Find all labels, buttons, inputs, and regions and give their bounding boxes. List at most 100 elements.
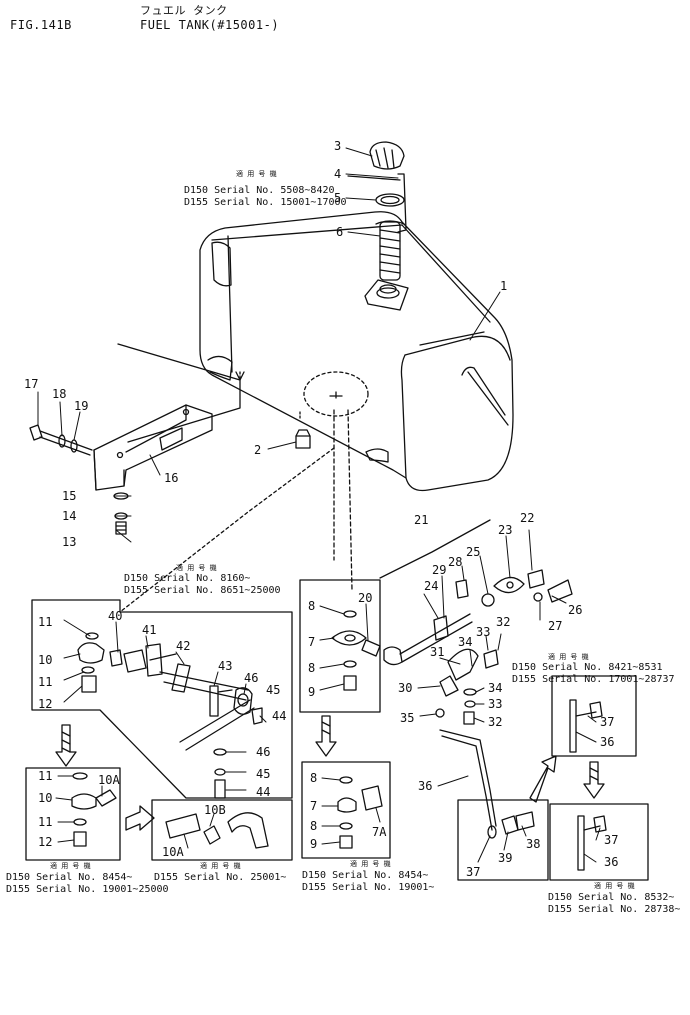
strainer	[375, 220, 405, 281]
callout-number: 24	[424, 579, 438, 593]
callout-number: 38	[526, 837, 540, 851]
callout-number: 3	[334, 139, 341, 153]
callout-number: 5	[334, 191, 341, 205]
callout-number: 40	[108, 609, 122, 623]
tee-fitting-parts	[165, 812, 269, 849]
callout-number: 28	[448, 555, 462, 569]
callout-number: 46	[244, 671, 258, 685]
center-detail-frame	[299, 579, 381, 713]
callout-number: 37	[604, 833, 618, 847]
center-lower-frame	[301, 761, 391, 859]
callout-number: 6	[336, 225, 343, 239]
leader-outlet-left	[119, 447, 335, 613]
callout-number: 10B	[204, 803, 226, 817]
callout-number: 2	[254, 443, 261, 457]
gasket	[375, 193, 405, 207]
callout-number: 9	[310, 837, 317, 851]
callout-number: 34	[488, 681, 502, 695]
serial-line: D155 Serial No. 17001~28737	[512, 674, 675, 685]
drain-lever-assembly	[383, 569, 573, 666]
serial-line: D150 Serial No. 8160~	[124, 573, 250, 584]
serial-line: D155 Serial No. 19001~	[302, 882, 434, 893]
callout-number: 37	[600, 715, 614, 729]
serial-caption: 適 用 号 機	[176, 563, 217, 572]
right-lower-frame	[549, 803, 649, 881]
serial-caption: 適 用 号 機	[200, 861, 241, 870]
callout-number: 19	[74, 399, 88, 413]
callout-number: 10	[38, 653, 52, 667]
callout-number: 26	[568, 603, 582, 617]
rod-clip-parts-upper	[569, 699, 603, 753]
callout-number: 11	[38, 615, 52, 629]
serial-caption: 適 用 号 機	[236, 169, 277, 178]
bolt-stack-44-46	[213, 748, 227, 799]
rod-clip-parts-lower	[577, 815, 607, 871]
callout-number: 33	[488, 697, 502, 711]
callout-number: 43	[218, 659, 232, 673]
serial-line: D155 Serial No. 15001~17000	[184, 197, 347, 208]
serial-line: D155 Serial No. 8651~25000	[124, 585, 281, 596]
rod-end-frame	[457, 799, 549, 881]
hose-assembly	[159, 663, 263, 751]
callout-number: 8	[310, 819, 317, 833]
callout-number: 22	[520, 511, 534, 525]
callout-number: 12	[38, 697, 52, 711]
reference-arrows	[55, 715, 605, 831]
fuel-tank-body	[199, 211, 514, 492]
lever-bracket-parts	[435, 648, 499, 725]
callout-number: 9	[308, 685, 315, 699]
rod-end-parts	[487, 811, 535, 839]
callout-number: 25	[466, 545, 480, 559]
callout-number: 37	[466, 865, 480, 879]
callout-number: 7	[308, 635, 315, 649]
callout-number: 1	[500, 279, 507, 293]
mounting-bracket	[93, 404, 213, 491]
cap-chain	[347, 173, 407, 233]
bracket-projection	[117, 343, 241, 443]
callout-number: 11	[38, 815, 52, 829]
callout-number: 7	[310, 799, 317, 813]
callout-number: 44	[256, 785, 270, 799]
callout-number: 41	[142, 623, 156, 637]
drain-rod-edge	[441, 735, 493, 831]
callout-number: 45	[256, 767, 270, 781]
left-detail-frame	[31, 599, 293, 799]
callout-number: 10A	[162, 845, 184, 859]
figure-title: FUEL TANK(#15001-)	[140, 18, 280, 32]
serial-notes: 適 用 号 機 D150 Serial No. 5508~8420 D155 S…	[6, 169, 680, 915]
banjo-fitting-parts	[331, 610, 381, 691]
filler-neck	[364, 279, 409, 311]
right-upper-frame	[551, 675, 637, 757]
callout-number: 27	[548, 619, 562, 633]
callout-number: 11	[38, 769, 52, 783]
filler-cap	[369, 141, 405, 170]
mid-detail-frame	[151, 799, 293, 861]
serial-line: D150 Serial No. 5508~8420	[184, 185, 335, 196]
elbow-valve-parts	[77, 632, 177, 693]
callout-number: 30	[398, 681, 412, 695]
leader-outlet-center	[347, 409, 353, 591]
callout-number: 8	[310, 771, 317, 785]
serial-caption: 適 用 号 機	[50, 861, 91, 870]
alt-elbow-parts	[71, 772, 117, 847]
callout-number: 45	[266, 683, 280, 697]
serial-line: D150 Serial No. 8454~	[302, 870, 428, 881]
callout-number: 10A	[98, 773, 120, 787]
callout-number: 31	[430, 645, 444, 659]
serial-line: D150 Serial No. 8454~	[6, 872, 132, 883]
callout-number: 44	[272, 709, 286, 723]
callout-number: 46	[256, 745, 270, 759]
callout-number: 36	[600, 735, 614, 749]
figure-number: FIG.141B	[10, 18, 72, 32]
callout-number: 36	[418, 779, 432, 793]
callout-number: 21	[414, 513, 428, 527]
bracket-stud-stack	[113, 492, 129, 535]
callout-number: 42	[176, 639, 190, 653]
serial-line: D150 Serial No. 8421~8531	[512, 662, 663, 673]
callout-number: 16	[164, 471, 178, 485]
drain-plug	[295, 411, 311, 449]
figure-title-jp: フュエル タンク	[140, 4, 228, 17]
callout-number: 32	[488, 715, 502, 729]
callout-numbers: 1 2 3 4 5 6 13 14 15 16 17 18 19 21 22 2…	[24, 139, 618, 879]
